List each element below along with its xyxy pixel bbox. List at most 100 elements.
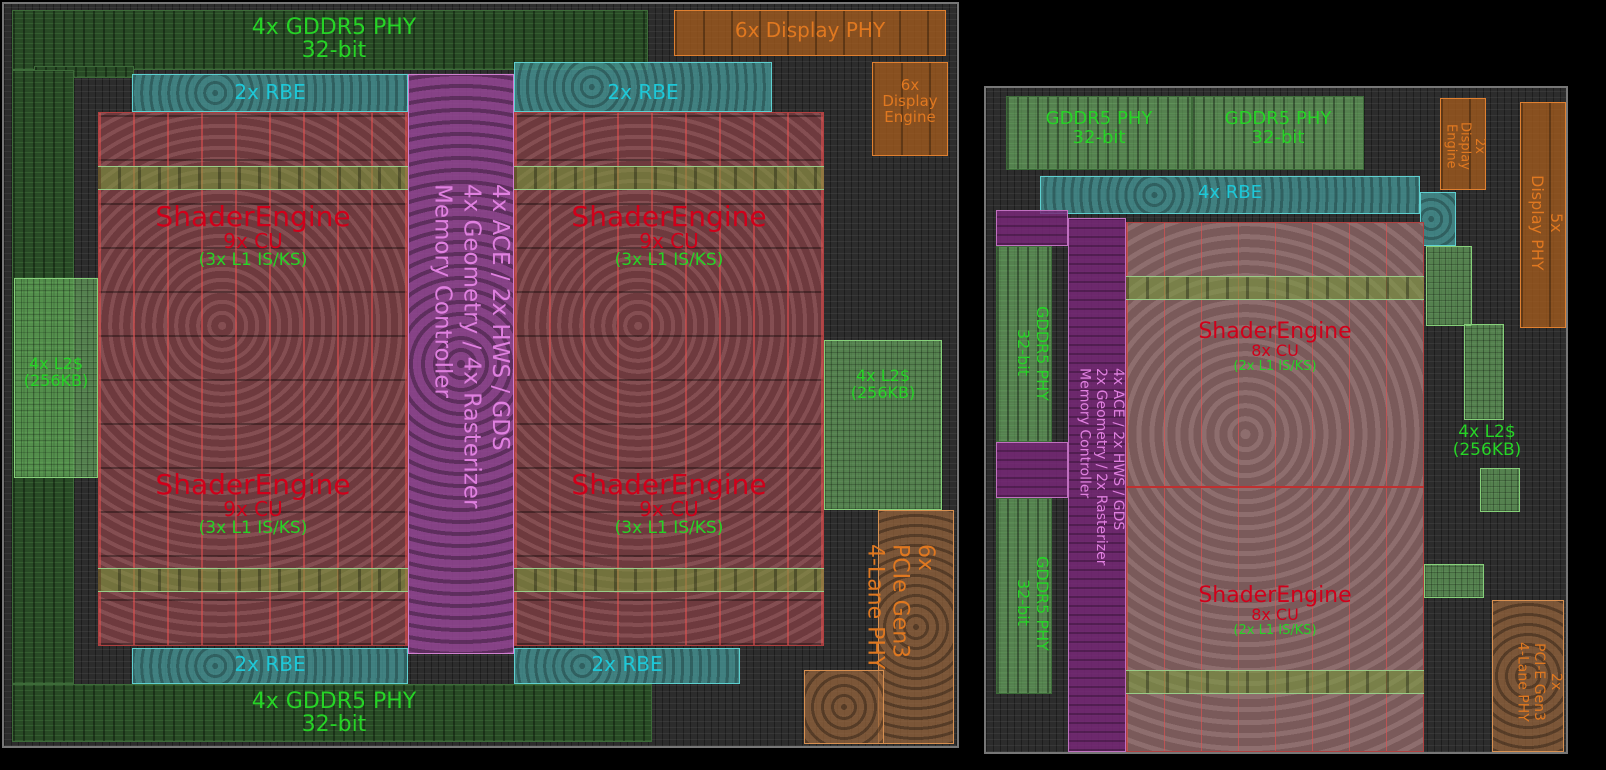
left-shader-engine-4: ShaderEngine 9x CU (3x L1 IS/KS)	[514, 470, 824, 538]
left-display-phy-label: 6x Display PHY	[734, 18, 886, 42]
pcie-lanes: 4-Lane PHY	[862, 544, 888, 670]
left-rbe-top-left	[132, 74, 408, 112]
right-front-end-top	[996, 210, 1068, 246]
right-shader-engine-2: ShaderEngine 8x CU (2x L1 IS/KS)	[1126, 584, 1424, 638]
display-phy-count: 5x	[1547, 213, 1566, 233]
left-display-phy	[674, 10, 946, 56]
phy-title: GDDR5 PHY	[1033, 555, 1052, 651]
pcie-count: 6x	[913, 544, 938, 572]
shader-engine-title: ShaderEngine	[1198, 583, 1352, 608]
l2-size: (256KB)	[23, 370, 89, 390]
left-rbe-bottom-left-label: 2x RBE	[234, 652, 306, 676]
left-rbe-top-left-label: 2x RBE	[234, 80, 306, 104]
right-shader-engine-1: ShaderEngine 8x CU (2x L1 IS/KS)	[1126, 320, 1424, 374]
display-phy-word: Display PHY	[1527, 175, 1547, 271]
right-front-end-label: 4x ACE / 2x HWS / GDS 2x Geometry / 2x R…	[1068, 368, 1126, 628]
right-display-engine-label: 2x Display Engine	[1440, 102, 1487, 190]
left-rbe-top-right	[514, 62, 772, 112]
left-center-front-end-label: 4x ACE / 2x HWS / GDS 4x Geometry / 4x R…	[408, 184, 514, 584]
phy-title: GDDR5 PHY	[1224, 108, 1332, 129]
right-rbe-label: 4x RBE	[1197, 182, 1263, 203]
right-phy-top-right	[1192, 96, 1364, 170]
right-l2-d	[1424, 564, 1484, 598]
left-bottom-phy-label: 4x GDDR5 PHY 32-bit	[154, 690, 514, 736]
right-phy-top-left-label: GDDR5 PHY 32-bit	[1006, 108, 1192, 148]
shader-engine-cache: (3x L1 IS/KS)	[198, 518, 308, 539]
left-rbe-bottom-right	[514, 648, 740, 684]
display-engine-count: 2x	[1472, 138, 1487, 154]
phy-title: GDDR5 PHY	[1045, 108, 1153, 129]
left-display-engine	[872, 62, 948, 156]
right-rbe-side	[1420, 192, 1456, 246]
phy-title: GDDR5 PHY	[1033, 305, 1052, 401]
right-pcie-label: 2x PCI-E Gen3 4-Lane PHY	[1492, 612, 1564, 752]
right-shader-divider	[1126, 486, 1424, 488]
right-phy-left-upper-label: GDDR5 PHY 32-bit	[996, 278, 1052, 428]
left-shader-band-bottom-left	[98, 568, 408, 592]
left-display-engine-word1: Display	[882, 91, 938, 110]
shader-engine-title: ShaderEngine	[1198, 319, 1352, 344]
left-shader-area-right	[514, 112, 824, 646]
pcie-count: 2x	[1548, 673, 1564, 691]
center-line-memory: Memory Controller	[1076, 368, 1093, 499]
center-line-geometry: 4x Geometry / 4x Rasterizer	[458, 184, 485, 509]
right-phy-left-lower	[996, 498, 1052, 694]
left-rbe-bottom-right-label: 2x RBE	[591, 652, 663, 676]
shader-engine-cache: (2x L1 IS/KS)	[1233, 358, 1317, 374]
display-engine-word2: Engine	[1443, 123, 1459, 169]
left-shader-area-left	[98, 112, 408, 646]
left-top-phy-title: 4x GDDR5 PHY	[251, 15, 417, 40]
left-l2-left-label: 4x L2$ (256KB)	[14, 354, 98, 390]
left-rbe-bottom-left	[132, 648, 408, 684]
left-center-front-end	[408, 74, 514, 654]
right-pcie-phy	[1492, 600, 1564, 752]
l2-count: 4x L2$	[28, 354, 83, 373]
right-l2-b	[1464, 324, 1504, 420]
shader-engine-cu: 8x CU	[1251, 605, 1299, 625]
phy-width: 32-bit	[1013, 329, 1033, 377]
center-line-ace: 4x ACE / 2x HWS / GDS	[1110, 368, 1126, 531]
right-phy-left-lower-label: GDDR5 PHY 32-bit	[996, 528, 1052, 678]
shader-engine-cache: (3x L1 IS/KS)	[614, 518, 724, 539]
shader-engine-cu: 9x CU	[639, 497, 699, 522]
pcie-gen: PCIe Gen3	[887, 544, 913, 659]
shader-engine-cache: (3x L1 IS/KS)	[198, 250, 308, 271]
right-display-phy	[1520, 102, 1566, 328]
left-pcie-label: 6x PCIe Gen3 4-Lane PHY	[828, 544, 938, 744]
left-die: 4x GDDR5 PHY 32-bit 4x GDDR5 PHY 32-bit …	[2, 2, 959, 748]
right-l2-a	[1426, 246, 1472, 326]
l2-count: 4x L2$	[855, 366, 910, 385]
shader-engine-cu: 8x CU	[1251, 341, 1299, 361]
left-top-phy-width: 32-bit	[301, 38, 367, 64]
display-engine-word1: Display	[1457, 122, 1473, 170]
pcie-gen: PCI-E Gen3	[1531, 643, 1548, 721]
shader-engine-title: ShaderEngine	[155, 468, 351, 501]
right-phy-top-right-label: GDDR5 PHY 32-bit	[1192, 108, 1364, 148]
left-top-gddr5-phy	[12, 10, 648, 70]
right-shader-band-top	[1126, 276, 1424, 300]
phy-width: 32-bit	[1013, 579, 1033, 627]
l2-size: (256KB)	[850, 382, 916, 402]
left-display-engine-label: 6x Display Engine	[872, 76, 948, 125]
right-rbe	[1040, 176, 1420, 214]
shader-engine-cu: 9x CU	[223, 229, 283, 254]
left-l2-right-label: 4x L2$ (256KB)	[824, 366, 942, 402]
shader-engine-title: ShaderEngine	[571, 468, 767, 501]
right-front-end-mid	[996, 442, 1068, 498]
l2-size: (256KB)	[1452, 439, 1522, 460]
shader-engine-cache: (3x L1 IS/KS)	[614, 250, 724, 271]
phy-width: 32-bit	[1072, 126, 1126, 148]
shader-engine-cache: (2x L1 IS/KS)	[1233, 622, 1317, 638]
shader-engine-title: ShaderEngine	[571, 200, 767, 233]
right-l2-label: 4x L2$ (256KB)	[1432, 423, 1542, 460]
right-shader-band-bottom	[1126, 670, 1424, 694]
left-rbe-top-right-label: 2x RBE	[607, 80, 679, 104]
right-l2-c	[1480, 468, 1520, 512]
left-shader-engine-1: ShaderEngine 9x CU (3x L1 IS/KS)	[98, 202, 408, 270]
right-display-engine	[1440, 98, 1486, 190]
left-shader-engine-2: ShaderEngine 9x CU (3x L1 IS/KS)	[514, 202, 824, 270]
shader-engine-title: ShaderEngine	[155, 200, 351, 233]
left-display-engine-count: 6x	[900, 76, 920, 94]
center-line-memory: Memory Controller	[429, 184, 456, 398]
left-shader-band-top-right	[514, 166, 824, 190]
